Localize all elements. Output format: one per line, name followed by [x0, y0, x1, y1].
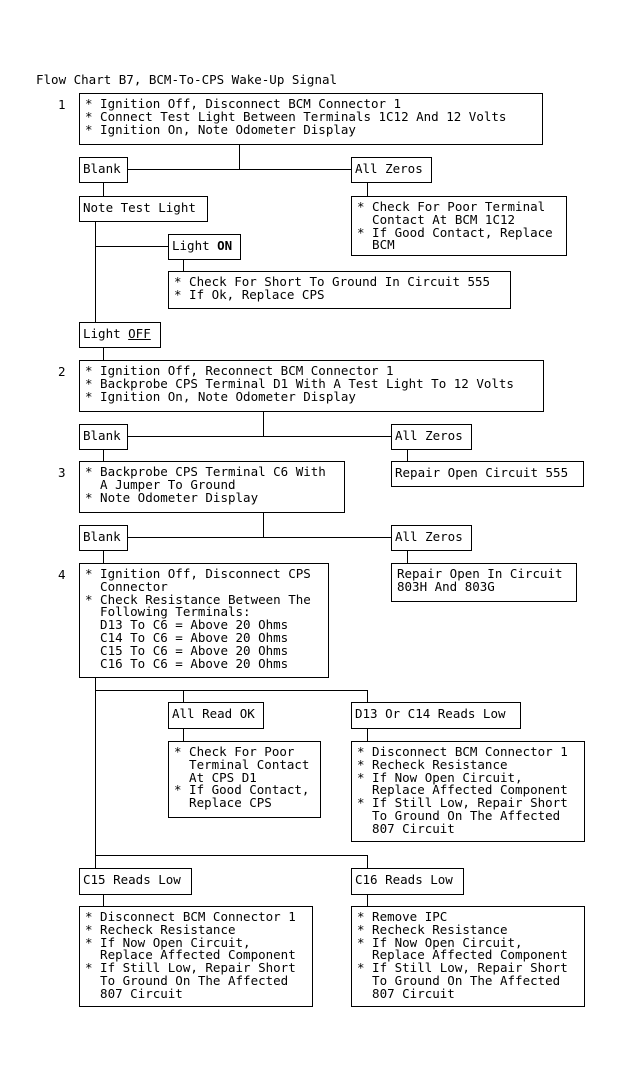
- step2-blank-label: Blank: [79, 424, 128, 450]
- step-number-1: 1: [58, 97, 66, 112]
- step1-blank-label: Blank: [79, 157, 128, 183]
- step1-all-zeros-label: All Zeros: [351, 157, 432, 183]
- poor-contact-bcm-box: * Check For Poor Terminal Contact At BCM…: [351, 196, 567, 256]
- step3-all-zeros-label: All Zeros: [391, 525, 472, 551]
- step1-line: * Ignition On, Note Odometer Display: [85, 121, 356, 137]
- step-number-3: 3: [58, 465, 66, 480]
- c16-actions-box: * Remove IPC * Recheck Resistance * If N…: [351, 906, 585, 1007]
- step1-line: * Ignition Off, Disconnect BCM Connector…: [85, 96, 402, 111]
- connector-line: [263, 411, 264, 437]
- connector-line: [367, 894, 368, 906]
- all-read-ok-label: All Read OK: [168, 702, 264, 729]
- connector-line: [95, 690, 367, 691]
- connector-line: [407, 449, 408, 462]
- step3-box: * Backprobe CPS Terminal C6 With A Jumpe…: [79, 461, 345, 513]
- connector-line: [263, 512, 264, 538]
- connector-line: [183, 690, 184, 703]
- connector-line: [103, 894, 104, 906]
- connector-line: [95, 246, 168, 247]
- c15-actions-box: * Disconnect BCM Connector 1 * Recheck R…: [79, 906, 313, 1007]
- step1-box: * Ignition Off, Disconnect BCM Connector…: [79, 93, 543, 145]
- connector-line: [367, 182, 368, 197]
- repair-803-box: Repair Open In Circuit 803H And 803G: [391, 563, 577, 602]
- connector-line: [127, 436, 391, 437]
- step-number-4: 4: [58, 567, 66, 582]
- step2-box: * Ignition Off, Reconnect BCM Connector …: [79, 360, 544, 412]
- repair-555-box: Repair Open Circuit 555: [391, 461, 584, 487]
- d13-c14-reads-low-label: D13 Or C14 Reads Low: [351, 702, 521, 729]
- connector-line: [239, 145, 240, 170]
- connector-line: [103, 550, 104, 563]
- connector-line: [103, 347, 104, 360]
- c15-reads-low-label: C15 Reads Low: [79, 868, 192, 895]
- light-off-label: Light OFF: [79, 322, 161, 348]
- step1-line: * Connect Test Light Between Terminals 1…: [85, 108, 507, 124]
- connector-line: [407, 550, 408, 563]
- poor-contact-cps-box: * Check For Poor Terminal Contact At CPS…: [168, 741, 321, 818]
- connector-line: [127, 169, 351, 170]
- connector-line: [95, 855, 367, 856]
- step-number-2: 2: [58, 364, 66, 379]
- connector-line: [127, 537, 391, 538]
- connector-line: [95, 220, 96, 323]
- connector-line: [367, 855, 368, 869]
- connector-line: [183, 259, 184, 271]
- connector-line: [367, 728, 368, 741]
- light-on-label: Light ON: [168, 234, 241, 260]
- step4-box: * Ignition Off, Disconnect CPS Connector…: [79, 563, 329, 678]
- c16-reads-low-label: C16 Reads Low: [351, 868, 464, 895]
- d13-c14-actions-box: * Disconnect BCM Connector 1 * Recheck R…: [351, 741, 585, 842]
- note-test-light-box: Note Test Light: [79, 196, 208, 222]
- connector-line: [183, 728, 184, 741]
- connector-line: [95, 678, 96, 869]
- connector-line: [367, 690, 368, 703]
- short-ground-555-box: * Check For Short To Ground In Circuit 5…: [168, 271, 511, 309]
- connector-line: [103, 449, 104, 462]
- step3-blank-label: Blank: [79, 525, 128, 551]
- connector-line: [103, 182, 104, 197]
- flowchart-title: Flow Chart B7, BCM-To-CPS Wake-Up Signal: [36, 72, 338, 87]
- step2-all-zeros-label: All Zeros: [391, 424, 472, 450]
